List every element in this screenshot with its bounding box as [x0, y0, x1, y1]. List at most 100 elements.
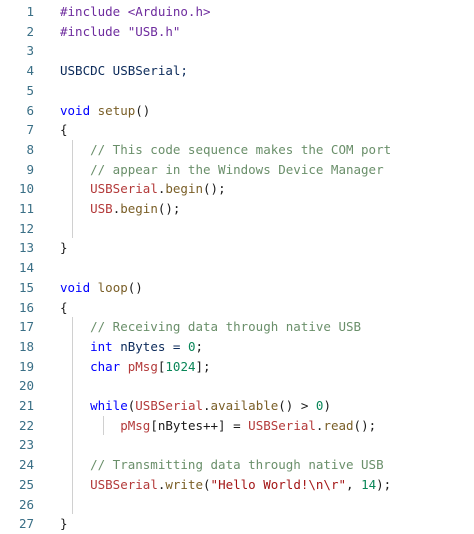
line-number: 27 — [18, 516, 34, 532]
code-token — [120, 359, 128, 374]
code-token: . — [157, 181, 166, 197]
line-number: 9 — [26, 161, 34, 177]
code-token: (); — [203, 181, 226, 197]
code-line[interactable]: // This code sequence makes the COM port — [60, 140, 391, 160]
code-token — [90, 280, 98, 295]
line-number: 7 — [26, 122, 34, 138]
line-number: 24 — [18, 457, 34, 473]
code-token: void — [60, 102, 91, 118]
code-line[interactable]: USB.begin(); — [60, 199, 180, 219]
line-number: 23 — [18, 437, 34, 453]
code-token: 14 — [361, 476, 377, 492]
code-line[interactable]: #include "USB.h" — [60, 22, 180, 42]
code-token: () — [127, 279, 143, 295]
code-token: (); — [157, 201, 181, 216]
code-token: [ — [157, 358, 166, 374]
code-token: 0 — [187, 338, 196, 354]
line-number: 16 — [18, 299, 34, 315]
code-token: USBCDC USBSerial; — [60, 63, 188, 79]
line-number: 10 — [18, 181, 34, 197]
code-line[interactable]: // appear in the Windows Device Manager — [60, 160, 384, 180]
code-line[interactable]: } — [60, 514, 68, 534]
code-token: . — [112, 201, 121, 216]
code-token: ( — [127, 398, 136, 413]
code-token — [60, 398, 90, 413]
code-token: ); — [376, 476, 392, 492]
code-token: ; — [195, 338, 204, 354]
code-token: ]; — [195, 358, 211, 374]
indent-guide — [72, 139, 73, 239]
code-line[interactable]: { — [60, 120, 68, 140]
code-token: } — [60, 516, 68, 532]
code-line[interactable]: // Transmitting data through native USB — [60, 455, 384, 475]
code-token: void — [60, 279, 91, 295]
code-token — [90, 103, 98, 118]
code-token: // appear in the Windows Device Manager — [60, 161, 384, 177]
code-line[interactable]: void loop() — [60, 278, 143, 298]
line-number: 12 — [18, 220, 34, 236]
code-line[interactable]: pMsg[nBytes++] = USBSerial.read(); — [60, 416, 376, 436]
code-token: , — [346, 476, 362, 492]
code-token — [60, 418, 120, 433]
code-token: setup — [97, 102, 136, 118]
code-line[interactable]: void setup() — [60, 101, 150, 121]
code-token: . — [203, 398, 211, 413]
code-token: loop — [97, 279, 128, 295]
code-token: pMsg — [127, 358, 158, 374]
line-number: 19 — [18, 358, 34, 374]
code-token: [nBytes++] = — [150, 417, 249, 433]
line-number: 22 — [18, 417, 34, 433]
line-number: 17 — [18, 319, 34, 335]
code-token: char — [90, 358, 121, 374]
code-token: // This code sequence makes the COM port — [60, 141, 392, 157]
line-number: 6 — [26, 102, 34, 118]
code-line[interactable]: USBCDC USBSerial; — [60, 61, 188, 81]
code-token — [60, 339, 90, 354]
code-token: { — [60, 299, 68, 315]
code-token — [60, 201, 90, 216]
code-line[interactable]: // Receiving data through native USB — [60, 317, 361, 337]
line-number: 5 — [26, 82, 34, 98]
code-token: 1024 — [165, 358, 196, 374]
code-token: "Hello World!\n\r" — [210, 476, 347, 492]
code-token: write — [165, 476, 204, 492]
line-number: 20 — [18, 378, 34, 394]
code-line[interactable]: while(USBSerial.available() > 0) — [60, 396, 331, 416]
code-token: pMsg — [120, 417, 151, 433]
code-token: USBSerial — [90, 476, 158, 492]
code-line[interactable]: int nBytes = 0; — [60, 337, 203, 357]
code-token: begin — [165, 181, 204, 197]
line-number: 3 — [26, 43, 34, 59]
code-token: () > — [278, 398, 316, 413]
line-number: 2 — [26, 23, 34, 39]
line-number: 11 — [18, 201, 34, 216]
code-token: available — [210, 398, 279, 413]
code-token: int — [90, 338, 113, 354]
line-number: 18 — [18, 338, 34, 354]
code-line[interactable]: USBSerial.write("Hello World!\n\r", 14); — [60, 475, 391, 495]
code-line[interactable]: USBSerial.begin(); — [60, 179, 226, 199]
code-line[interactable]: } — [60, 238, 68, 258]
code-line[interactable]: { — [60, 298, 68, 318]
code-token: (); — [353, 417, 377, 433]
code-token: while — [90, 398, 128, 413]
code-token: ) — [323, 398, 331, 413]
code-token: USBSerial — [248, 417, 316, 433]
code-line[interactable]: #include <Arduino.h> — [60, 2, 211, 22]
code-token: #include <Arduino.h> — [60, 4, 211, 19]
line-number: 25 — [18, 476, 34, 492]
code-token: // Receiving data through native USB — [60, 319, 362, 335]
code-line[interactable]: char pMsg[1024]; — [60, 357, 211, 377]
code-token: } — [60, 240, 68, 256]
code-area[interactable]: #include <Arduino.h> #include "USB.h" USBC… — [60, 0, 474, 534]
indent-guide — [72, 317, 73, 515]
line-number: 21 — [18, 398, 34, 413]
code-token: nBytes = — [112, 338, 188, 354]
code-token: read — [323, 417, 354, 433]
code-token: #include "USB.h" — [60, 23, 181, 39]
indent-guide — [103, 415, 104, 436]
line-number: 14 — [18, 260, 34, 276]
code-token: ( — [203, 476, 211, 492]
